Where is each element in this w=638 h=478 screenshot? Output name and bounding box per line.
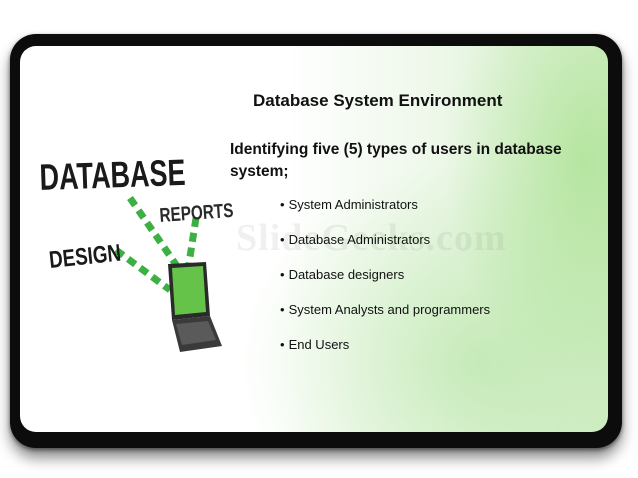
slide-title: Database System Environment bbox=[253, 91, 503, 110]
bullet: • bbox=[280, 197, 285, 212]
word-reports: REPORTS bbox=[159, 200, 234, 227]
bullet: • bbox=[280, 337, 285, 352]
bullet: • bbox=[280, 302, 285, 317]
watermark-text: SlideGeeks.com bbox=[236, 217, 507, 259]
list-item: •End Users bbox=[280, 336, 490, 371]
list-item-text: End Users bbox=[288, 337, 350, 352]
laptop-icon bbox=[168, 262, 222, 352]
list-item-text: Database Administrators bbox=[288, 232, 431, 247]
user-types-list: •System Administrators •Database Adminis… bbox=[280, 196, 490, 371]
list-item: •Database designers bbox=[280, 266, 490, 301]
list-item: •System Analysts and programmers bbox=[280, 301, 490, 336]
bullet: • bbox=[280, 267, 285, 282]
list-item-text: Database designers bbox=[288, 267, 405, 282]
connector-line bbox=[127, 196, 191, 284]
connector-line bbox=[184, 217, 200, 271]
database-illustration: DATABASE REPORTS DESIGN bbox=[39, 152, 234, 352]
slide-panel bbox=[20, 46, 608, 432]
word-design: DESIGN bbox=[48, 240, 122, 274]
word-database: DATABASE bbox=[39, 152, 186, 198]
list-item: •Database Administrators bbox=[280, 231, 490, 266]
connector-line bbox=[113, 247, 173, 293]
list-item: •System Administrators bbox=[280, 196, 490, 231]
list-item-text: System Analysts and programmers bbox=[288, 302, 491, 317]
slide-subtitle: Identifying five (5) types of users in d… bbox=[230, 141, 562, 180]
bullet: • bbox=[280, 232, 285, 247]
list-item-text: System Administrators bbox=[288, 197, 418, 212]
